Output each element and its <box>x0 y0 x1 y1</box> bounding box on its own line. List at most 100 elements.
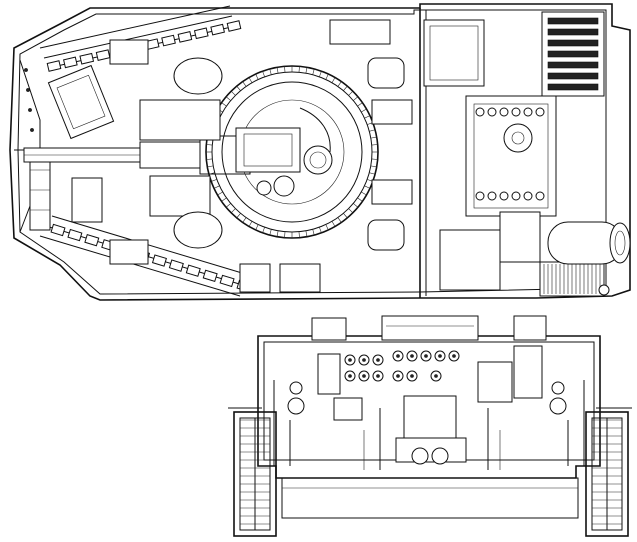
cylinder <box>535 191 545 201</box>
cylinder <box>523 191 533 201</box>
gauge-hub <box>348 358 352 362</box>
ring-tooth <box>225 203 231 208</box>
ring-tooth <box>242 81 247 87</box>
rear-cap <box>598 284 610 296</box>
right-track <box>585 411 629 537</box>
ring-tooth <box>262 71 265 77</box>
track-link <box>79 52 95 65</box>
ring-tooth <box>255 73 259 80</box>
cylinder <box>499 191 509 201</box>
rear-cross-section <box>228 315 632 537</box>
ring-tooth <box>230 208 236 214</box>
ring-tooth <box>370 136 377 139</box>
track-link <box>63 56 78 69</box>
section-box-b <box>477 361 513 403</box>
hull-machinery-left <box>109 39 223 265</box>
ring-tooth <box>248 77 253 83</box>
roof-block-center <box>381 315 479 341</box>
ring-tooth <box>211 179 217 182</box>
ring-tooth <box>357 102 363 107</box>
track-link <box>185 264 201 277</box>
ring-tooth <box>269 68 272 75</box>
ring-tooth <box>312 229 315 236</box>
roof-block-right <box>513 315 547 341</box>
ring-tooth <box>298 66 300 73</box>
ring-tooth <box>248 221 253 227</box>
track-link <box>219 274 235 288</box>
ring-tooth <box>269 229 272 236</box>
cylinder <box>475 191 485 201</box>
track-link <box>67 228 83 242</box>
gauge-hub <box>410 374 414 378</box>
radiator-grille-lower <box>539 261 605 297</box>
hull-inner-outline <box>17 9 607 295</box>
ring-tooth <box>225 96 231 101</box>
gauge-hub <box>376 358 380 362</box>
right-suspension <box>549 380 585 466</box>
engine-compartment <box>423 19 557 291</box>
ring-tooth <box>353 96 359 101</box>
left-track-links <box>240 419 270 525</box>
grille-bar <box>547 72 599 80</box>
track-link <box>50 223 66 237</box>
gauge-hub <box>362 374 366 378</box>
right-track-links <box>592 419 622 525</box>
ring-tooth <box>348 208 354 214</box>
track-link <box>151 254 167 267</box>
bolt <box>28 108 32 112</box>
gauge-hub <box>376 374 380 378</box>
ring-tooth <box>369 129 376 132</box>
track-link <box>84 233 100 247</box>
track-link <box>210 23 225 36</box>
main-gun-barrel <box>23 135 251 175</box>
ring-tooth <box>236 213 241 219</box>
ring-tooth <box>208 172 215 175</box>
grille-bar <box>547 28 599 36</box>
ring-tooth <box>305 67 308 74</box>
ring-tooth <box>364 185 371 189</box>
ring-tooth <box>230 90 236 96</box>
ring-tooth <box>331 221 336 227</box>
ring-tooth <box>284 66 286 73</box>
left-suspension <box>273 380 305 466</box>
section-box-d <box>317 353 341 395</box>
grille-bar <box>547 50 599 58</box>
ring-tooth <box>371 158 378 160</box>
ring-tooth <box>337 217 342 223</box>
ring-tooth <box>242 217 247 223</box>
ring-tooth <box>284 231 286 238</box>
gauge-hub <box>396 374 400 378</box>
ring-tooth <box>348 90 354 96</box>
ring-tooth <box>369 172 376 175</box>
ring-tooth <box>361 108 367 113</box>
gauge-hub <box>362 358 366 362</box>
radiator-grille-upper <box>541 11 605 97</box>
gauge-hub <box>434 374 438 378</box>
ring-tooth <box>221 197 227 202</box>
top-view-plan <box>9 3 631 301</box>
ring-tooth <box>206 144 213 146</box>
ring-tooth <box>325 73 329 80</box>
ring-tooth <box>353 203 359 208</box>
track-link <box>46 60 62 72</box>
cylinder <box>511 191 521 201</box>
grille-bar <box>547 17 599 25</box>
track-link <box>193 27 209 40</box>
grille-bar <box>547 83 599 91</box>
track-link <box>202 269 218 283</box>
rear-cylinder <box>547 221 631 265</box>
front-box-a <box>71 177 103 223</box>
ring-tooth <box>236 85 241 91</box>
ring-tooth <box>312 68 315 75</box>
roof-block-left <box>311 317 347 341</box>
cylinder <box>475 107 485 117</box>
gauge-hub <box>410 354 414 358</box>
ring-tooth <box>305 230 308 237</box>
central-seat <box>363 395 501 470</box>
ring-tooth <box>213 185 220 189</box>
instrument-cluster <box>344 350 460 382</box>
belly-plate <box>281 477 579 519</box>
cylinder <box>523 107 533 117</box>
ring-tooth <box>343 213 348 219</box>
gun-breech <box>235 107 333 197</box>
